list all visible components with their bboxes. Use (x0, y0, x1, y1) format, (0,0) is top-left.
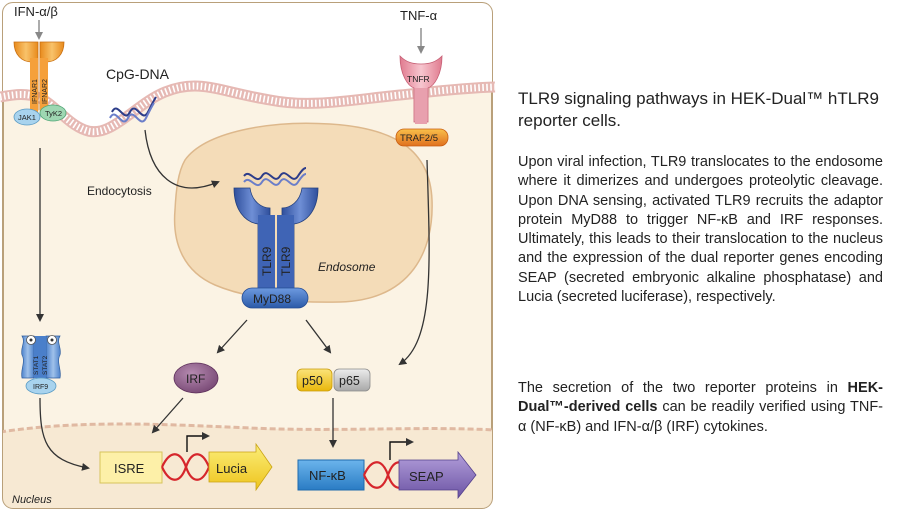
nfkb-promoter (297, 459, 365, 491)
stat2-label: STAT2 (42, 355, 49, 375)
tlr9-right-label: TLR9 (279, 246, 293, 276)
irf (173, 362, 219, 394)
isre-promoter (99, 451, 163, 484)
tlr9-left-label: TLR9 (260, 246, 274, 276)
isre-dna-loop (161, 453, 211, 481)
tlr9-pathway-diagram: IFN-α/β IFNAR1 IFNAR2 JAK1 TyK2 STAT1 ST… (0, 2, 496, 509)
jak1-kinase (13, 108, 41, 126)
tnfr-receptor (399, 55, 443, 124)
myd88-label: MyD88 (253, 292, 291, 306)
isre-tss-arrow (186, 432, 210, 452)
ifnar1-label: IFNAR1 (32, 79, 39, 104)
stat1-label: STAT1 (33, 355, 40, 375)
ifn-label: IFN-α/β (14, 4, 58, 19)
caption-paragraph-1: Upon viral infection, TLR9 translocates … (518, 154, 883, 306)
isre-label: ISRE (114, 461, 145, 476)
tyk2-kinase (39, 104, 67, 122)
seap-label: SEAP (409, 469, 444, 484)
endosome-label: Endosome (318, 260, 376, 274)
endocytosis-label: Endocytosis (87, 184, 152, 198)
lucia-label: Lucia (216, 461, 248, 476)
p65 (333, 368, 371, 392)
nucleus-label: Nucleus (12, 494, 52, 506)
lucia-gene (208, 442, 273, 492)
p65-label: p65 (339, 374, 360, 388)
seap-gene (398, 450, 477, 500)
cpg-dna-label: CpG-DNA (106, 66, 170, 82)
myd88 (241, 287, 309, 309)
tlr9-dimer (233, 187, 319, 291)
p50 (296, 368, 333, 392)
tyk2-label: TyK2 (45, 109, 62, 118)
traf-label: TRAF2/5 (400, 133, 438, 144)
caption-p2-bold: HEK-Dual™-derived cells (518, 380, 883, 416)
caption-title: TLR9 signaling pathways in HEK-Dual™ hTL… (518, 89, 879, 130)
irf9-label: IRF9 (33, 384, 48, 391)
nfkb-label: NF-κB (309, 468, 346, 483)
caption-p2-pre: The secretion of the two reporter protei… (518, 380, 848, 396)
ifnar2-label: IFNAR2 (42, 79, 49, 104)
bound-cpg-dna (243, 167, 307, 187)
caption-paragraph-2: The secretion of the two reporter protei… (518, 379, 883, 437)
stat-complex (21, 335, 61, 395)
tnf-label: TNF-α (400, 8, 438, 23)
caption-p2-post: can be readily verified using TNF-α (NF-… (518, 399, 884, 435)
jak1-label: JAK1 (18, 113, 36, 122)
extracellular-space (3, 3, 492, 132)
tnfr-label: TNFR (407, 74, 430, 84)
p50-label: p50 (302, 374, 323, 388)
figure-caption: TLR9 signaling pathways in HEK-Dual™ hTL… (518, 0, 883, 513)
nfkb-tss-arrow (389, 438, 414, 460)
traf (395, 128, 449, 147)
irf-label: IRF (186, 372, 205, 386)
cpg-dna-helix (109, 96, 157, 123)
